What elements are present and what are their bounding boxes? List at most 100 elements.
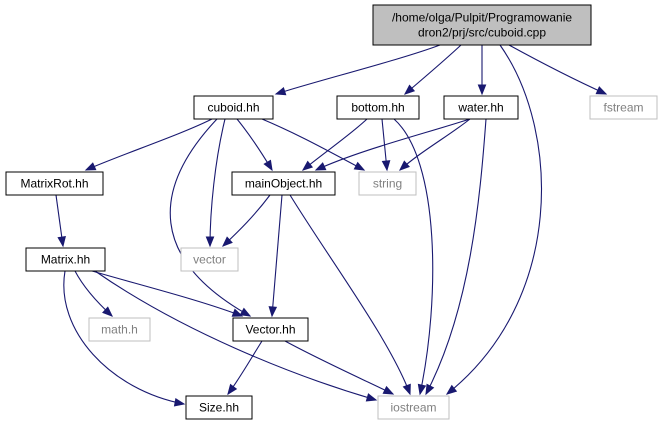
node-box — [5, 171, 104, 196]
node-box — [185, 395, 253, 420]
edge-line — [209, 118, 226, 247]
edge-arrowhead — [595, 86, 608, 95]
node-label: Matrix.hh — [41, 253, 90, 267]
node-box — [372, 4, 592, 46]
edge-arrowhead — [84, 162, 97, 171]
edge-water_hh-to-iostream — [425, 118, 487, 396]
edge-line — [284, 340, 394, 395]
edge-arrowhead — [382, 385, 395, 395]
edge-water_hh-to-mainobject_hh — [314, 118, 471, 171]
node-label: MatrixRot.hh — [20, 177, 88, 191]
edge-line — [222, 194, 271, 247]
node-cuboid-cpp[interactable]: /home/olga/Pulpit/Programowaniedron2/prj… — [372, 4, 592, 46]
node-label: mainObject.hh — [245, 177, 322, 191]
edge-line — [271, 194, 283, 317]
edge-arrowhead — [403, 84, 416, 95]
edge-arrowhead — [102, 306, 113, 317]
edge-line — [261, 118, 365, 171]
edge-arrowhead — [417, 383, 427, 396]
node-box — [231, 171, 336, 196]
node-mainobject-hh[interactable]: mainObject.hh — [231, 171, 336, 196]
edge-line — [508, 44, 607, 95]
edge-arrowhead — [353, 161, 366, 171]
edge-line — [169, 118, 251, 317]
edge-arrowhead — [399, 160, 410, 171]
node-box — [589, 95, 658, 120]
edge-matrixrot_hh-to-matrix_hh — [55, 194, 66, 248]
node-label: vector — [193, 253, 226, 267]
edge-bottom_hh-to-mainobject_hh — [301, 118, 368, 171]
edge-line — [399, 118, 471, 171]
node-box — [180, 247, 239, 272]
node-label: /home/olga/Pulpit/Programowanie — [392, 11, 572, 25]
node-box — [232, 317, 309, 342]
node-label: dron2/prj/src/cuboid.cpp — [418, 26, 546, 40]
edge-arrowhead — [477, 84, 487, 96]
node-box — [358, 171, 417, 196]
edges-layer — [55, 44, 608, 407]
node-box — [193, 95, 274, 120]
edge-mainobject_hh-to-vector — [222, 194, 271, 247]
edge-matrix_hh-to-iostream — [94, 270, 378, 402]
node-box — [88, 317, 151, 342]
node-label: water.hh — [457, 101, 503, 115]
node-iostream: iostream — [377, 395, 450, 420]
edge-cuboid_cpp-to-fstream — [508, 44, 608, 95]
edge-cuboid_hh-to-string — [261, 118, 366, 171]
node-label: string — [373, 177, 402, 191]
edge-mainobject_hh-to-vector_hh — [268, 194, 283, 318]
nodes-layer: /home/olga/Pulpit/Programowaniedron2/prj… — [5, 4, 658, 420]
node-fstream: fstream — [589, 95, 658, 120]
edge-mainobject_hh-to-iostream — [289, 194, 411, 396]
edge-line — [425, 118, 487, 395]
node-box — [25, 247, 106, 272]
edge-line — [404, 44, 462, 95]
edge-vector_hh-to-size_hh — [227, 340, 263, 396]
node-bottom-hh[interactable]: bottom.hh — [336, 95, 420, 120]
edge-cuboid_hh-to-mainobject_hh — [236, 118, 273, 172]
edge-arrowhead — [239, 307, 252, 317]
edge-cuboid_hh-to-matrixrot_hh — [84, 118, 213, 171]
node-label: Size.hh — [199, 401, 239, 415]
node-label: cuboid.hh — [207, 101, 259, 115]
edge-line — [91, 270, 243, 317]
edge-vector_hh-to-iostream — [284, 340, 395, 395]
node-cuboid-hh[interactable]: cuboid.hh — [193, 95, 274, 120]
edge-line — [275, 44, 441, 95]
node-matrix-hh[interactable]: Matrix.hh — [25, 247, 106, 272]
node-vector-hh[interactable]: Vector.hh — [232, 317, 309, 342]
node-water-hh[interactable]: water.hh — [443, 95, 519, 120]
node-matrixrot-hh[interactable]: MatrixRot.hh — [5, 171, 104, 196]
edge-arrowhead — [268, 306, 278, 318]
node-box — [336, 95, 420, 120]
edge-matrix_hh-to-size_hh — [63, 270, 186, 407]
node-label: bottom.hh — [351, 101, 404, 115]
node-box — [377, 395, 450, 420]
edge-line — [85, 118, 213, 171]
node-string: string — [358, 171, 417, 196]
edge-line — [63, 270, 185, 405]
edge-line — [315, 118, 471, 171]
edge-arrowhead — [445, 384, 458, 395]
edge-arrowhead — [381, 160, 391, 172]
edge-cuboid_cpp-to-water_hh — [477, 45, 487, 96]
edge-arrowhead — [425, 383, 435, 396]
edge-cuboid_cpp-to-iostream — [445, 44, 543, 395]
edge-arrowhead — [173, 397, 186, 407]
edge-cuboid_hh-to-vector — [205, 118, 226, 248]
edge-line — [289, 194, 411, 395]
edge-matrix_hh-to-math_h — [74, 270, 113, 317]
edge-arrowhead — [222, 236, 233, 247]
edge-arrowhead — [263, 159, 273, 172]
node-label: fstream — [603, 101, 643, 115]
node-math-h: math.h — [88, 317, 151, 342]
edge-cuboid_cpp-to-bottom_hh — [403, 44, 462, 95]
edge-bottom_hh-to-iostream — [393, 118, 434, 396]
edge-arrowhead — [301, 160, 314, 171]
edge-arrowhead — [205, 236, 215, 248]
edge-arrowhead — [402, 383, 411, 396]
node-vector: vector — [180, 247, 239, 272]
edge-arrowhead — [227, 383, 238, 396]
node-size-hh[interactable]: Size.hh — [185, 395, 253, 420]
node-label: iostream — [390, 401, 436, 415]
